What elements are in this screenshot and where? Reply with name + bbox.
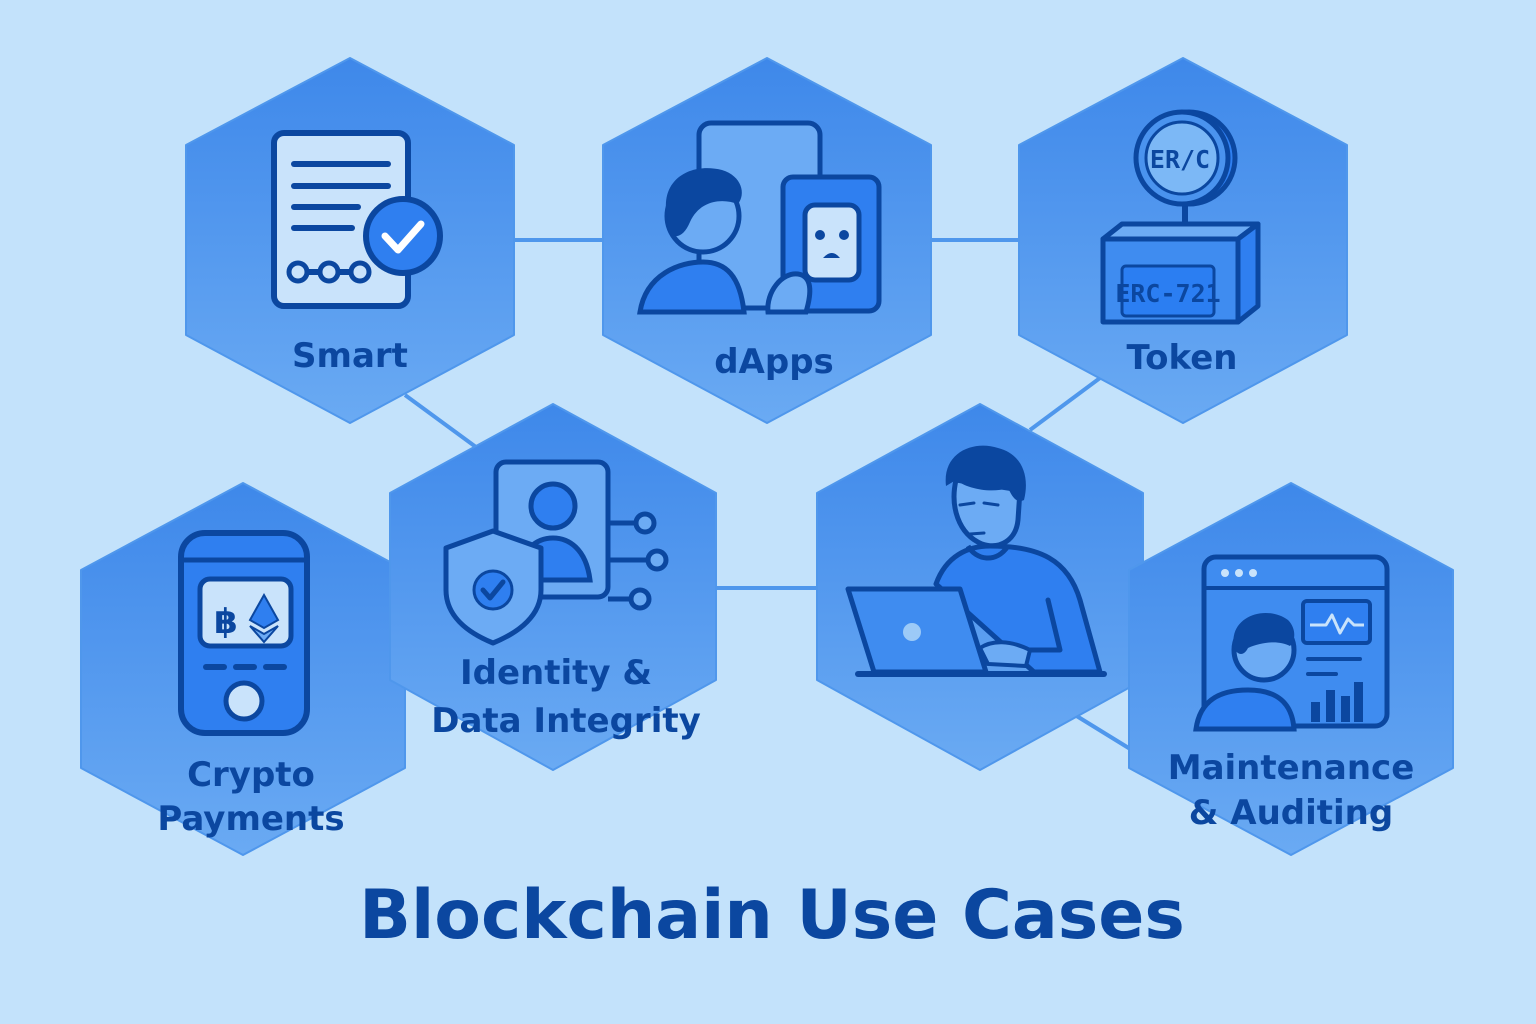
- token-box-text: ERC-721: [1115, 279, 1220, 308]
- developer-laptop-icon: [845, 445, 1107, 677]
- connector-lines: [403, 238, 1142, 757]
- monitoring-dashboard-icon: [1193, 554, 1390, 732]
- ethereum-icon: [248, 592, 280, 644]
- smart-contract-icon: [271, 130, 443, 309]
- label-smart: Smart: [292, 336, 408, 376]
- label-crypto-line2: Payments: [157, 799, 344, 839]
- identity-shield-icon: [443, 459, 669, 646]
- bitcoin-symbol: ฿: [214, 602, 238, 642]
- label-identity-line2: Data Integrity: [431, 701, 701, 741]
- label-identity-line1: Identity &: [460, 653, 652, 693]
- crypto-wallet-icon: ฿: [178, 530, 310, 736]
- label-maintenance-line1: Maintenance: [1168, 748, 1415, 788]
- token-coin-text: ER/C: [1150, 145, 1210, 174]
- token-icon: ER/C ERC-721: [1100, 109, 1261, 325]
- label-crypto-line1: Crypto: [187, 755, 315, 795]
- page-title: Blockchain Use Cases: [359, 876, 1185, 955]
- label-token: Token: [1127, 338, 1238, 378]
- label-dapps: dApps: [714, 342, 834, 382]
- dapps-user-icon: [637, 120, 882, 315]
- label-maintenance-line2: & Auditing: [1189, 793, 1393, 833]
